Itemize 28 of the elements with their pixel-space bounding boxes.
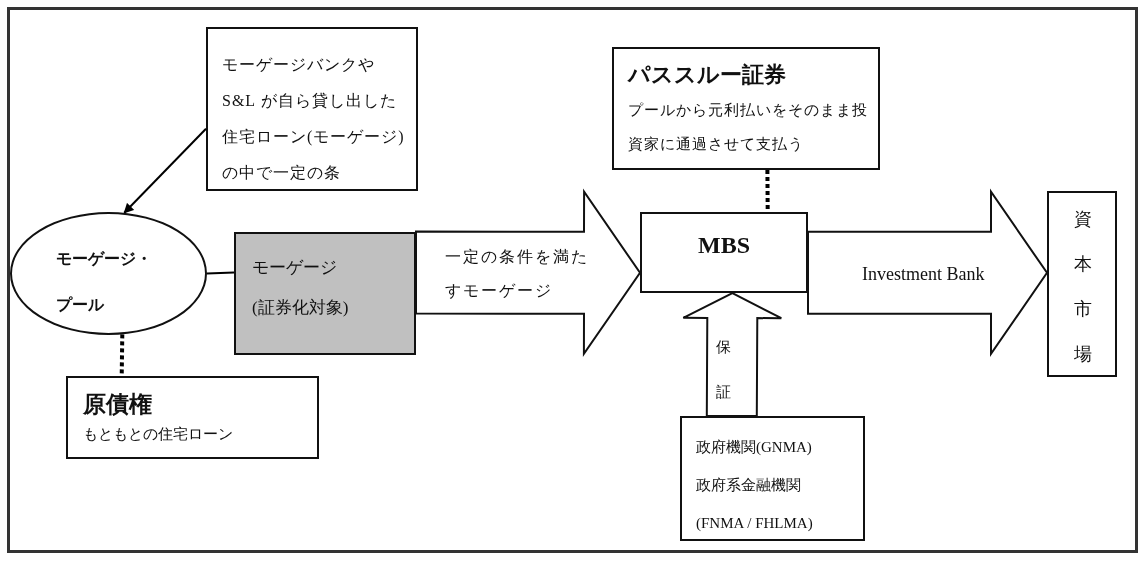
connector-line bbox=[206, 271, 235, 275]
text-box bbox=[612, 47, 880, 170]
box-heading: パススルー証券 bbox=[628, 61, 787, 89]
box-text: もともとの住宅ローン bbox=[83, 425, 234, 444]
box-text: 資本市場 bbox=[1074, 208, 1093, 366]
box-text: モーゲージ(証券化対象) bbox=[252, 257, 350, 319]
block-arrow bbox=[682, 291, 783, 418]
box-text: プールから元利払いをそのまま投資家に通過させて支払う bbox=[628, 101, 869, 154]
text-box bbox=[66, 376, 319, 459]
market-box bbox=[1047, 191, 1117, 377]
box-text: (FNMA / FHLMA) bbox=[696, 514, 814, 533]
edge-label: Investment Bank bbox=[862, 263, 986, 286]
text-box bbox=[206, 27, 418, 191]
box-text: 政府系金融機関 bbox=[696, 476, 802, 495]
mbs-box bbox=[640, 212, 808, 293]
box-text: モーゲージバンクや S&L が自ら貸し出した住宅ローン(モーゲージ)の中で一定の条 bbox=[222, 55, 406, 183]
arrow bbox=[123, 127, 207, 214]
edge-label: 一定の条件を満たすモーゲージ bbox=[445, 247, 590, 301]
ellipse-label: モーゲージ・プール bbox=[56, 249, 153, 315]
mortgage-box bbox=[234, 232, 416, 355]
box-text: 政府機関(GNMA) bbox=[696, 438, 813, 457]
dotted-line bbox=[765, 170, 770, 212]
text-box bbox=[680, 416, 865, 541]
block-arrow bbox=[415, 188, 642, 357]
box-label: MBS bbox=[697, 231, 751, 260]
block-arrow bbox=[807, 188, 1049, 357]
edge-label: 保証 bbox=[716, 338, 732, 402]
box-heading: 原債権 bbox=[83, 390, 153, 419]
